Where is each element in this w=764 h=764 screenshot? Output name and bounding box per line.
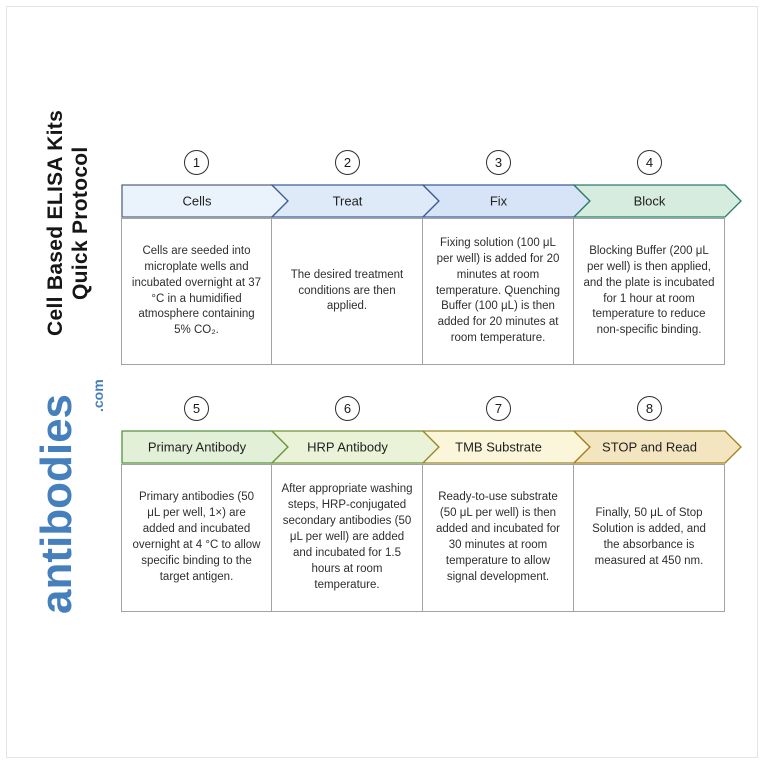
step-description-1: Cells are seeded into microplate wells a… <box>131 244 262 337</box>
step-description-box-1: Cells are seeded into microplate wells a… <box>121 218 272 365</box>
step-number-badge-4: 4 <box>637 150 662 175</box>
step-description-box-5: Primary antibodies (50 μL per well, 1×) … <box>121 464 272 612</box>
step-number-badge-1: 1 <box>184 150 209 175</box>
protocol-title-line1: Cell Based ELISA Kits <box>44 109 67 337</box>
step-arrow-label-5: Primary Antibody <box>148 440 247 455</box>
step-arrow-shape-4 <box>572 184 742 218</box>
step-number-badge-3: 3 <box>486 150 511 175</box>
protocol-title: Cell Based ELISA Kits Quick Protocol <box>44 84 96 362</box>
arrow-banner-row-1: Cells Treat Fix Block <box>121 184 742 218</box>
step-arrow-label-4: Block <box>634 194 666 209</box>
step-arrow-label-3: Fix <box>490 194 508 209</box>
step-number-badge-7: 7 <box>486 396 511 421</box>
step-description-box-2: The desired treatment conditions are the… <box>272 218 423 365</box>
description-row-2: Primary antibodies (50 μL per well, 1×) … <box>121 464 725 612</box>
step-description-box-6: After appropriate washing steps, HRP-con… <box>272 464 423 612</box>
step-number-badge-8: 8 <box>637 396 662 421</box>
description-row-1: Cells are seeded into microplate wells a… <box>121 218 725 365</box>
step-description-box-3: Fixing solution (100 μL per well) is add… <box>423 218 574 365</box>
step-arrow-label-8: STOP and Read <box>602 440 697 455</box>
protocol-flow: 1 2 3 4 Cells Treat Fix Block Cells are … <box>121 0 743 764</box>
step-description-4: Blocking Buffer (200 μL per well) is the… <box>583 244 715 337</box>
step-number-badge-5: 5 <box>184 396 209 421</box>
step-arrow-label-1: Cells <box>183 194 212 209</box>
step-numbers-row-2: 5 6 7 8 <box>121 396 725 421</box>
step-number-badge-6: 6 <box>335 396 360 421</box>
step-arrow-label-7: TMB Substrate <box>455 440 542 455</box>
step-description-6: After appropriate washing steps, HRP-con… <box>281 483 413 591</box>
step-arrow-label-6: HRP Antibody <box>307 440 388 455</box>
step-description-3: Fixing solution (100 μL per well) is add… <box>435 236 561 345</box>
step-description-7: Ready-to-use substrate (50 μL per well) … <box>435 491 561 583</box>
step-description-box-4: Blocking Buffer (200 μL per well) is the… <box>574 218 725 365</box>
step-description-8: Finally, 50 μL of Stop Solution is added… <box>592 507 706 567</box>
step-description-5: Primary antibodies (50 μL per well, 1×) … <box>132 491 261 583</box>
step-description-2: The desired treatment conditions are the… <box>290 268 404 313</box>
step-arrow-label-2: Treat <box>333 194 363 209</box>
step-description-box-7: Ready-to-use substrate (50 μL per well) … <box>423 464 574 612</box>
step-arrow-shape-8 <box>572 430 742 464</box>
protocol-title-line2: Quick Protocol <box>68 146 92 300</box>
step-numbers-row-1: 1 2 3 4 <box>121 150 725 175</box>
step-description-box-8: Finally, 50 μL of Stop Solution is added… <box>574 464 725 612</box>
canvas-frame <box>6 6 758 758</box>
brand-logo: antibodies <box>32 393 81 615</box>
arrow-banner-row-2: Primary Antibody HRP Antibody TMB Substr… <box>121 430 742 464</box>
step-number-badge-2: 2 <box>335 150 360 175</box>
brand-logo-domain: .com <box>90 379 106 412</box>
